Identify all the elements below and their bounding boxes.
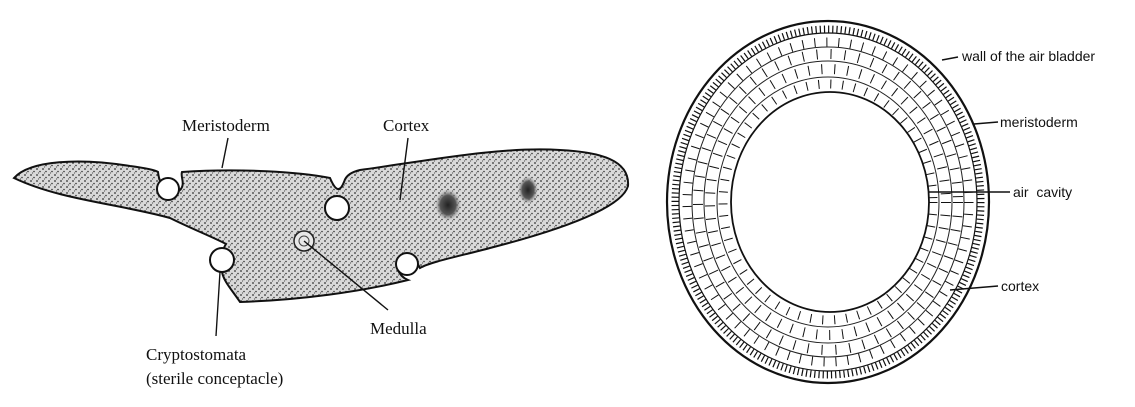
leader-meristoderm	[222, 138, 228, 168]
label-cryptostomata-note: (sterile conceptacle)	[146, 369, 283, 388]
cryptostoma-pit-bottom-left	[210, 248, 234, 272]
dark-spot	[435, 189, 461, 221]
label-cortex: cortex	[1001, 278, 1039, 294]
cryptostoma-pit-top-mid	[325, 196, 349, 220]
label-wall-of-air-bladder: wall of the air bladder	[961, 48, 1095, 64]
label-cortex: Cortex	[383, 116, 430, 135]
thallus-outline	[14, 149, 628, 302]
air-bladder-cross-section: wall of the air bladder meristoderm air …	[667, 21, 1095, 383]
leader-cryptostomata	[216, 272, 220, 336]
thallus-cross-section: Meristoderm Cortex Medulla Cryptostomata…	[14, 116, 628, 388]
label-air-cavity: air cavity	[1013, 184, 1072, 200]
air-cavity	[731, 92, 929, 312]
label-cryptostomata: Cryptostomata	[146, 345, 247, 364]
leader-meristoderm	[974, 122, 998, 124]
dark-spot	[518, 176, 538, 204]
cryptostoma-pit-bottom-right	[396, 253, 418, 275]
label-meristoderm: Meristoderm	[182, 116, 270, 135]
label-meristoderm: meristoderm	[1000, 114, 1078, 130]
leader-wall	[942, 57, 958, 60]
cryptostoma-pit-top-left	[157, 178, 179, 200]
label-medulla: Medulla	[370, 319, 427, 338]
